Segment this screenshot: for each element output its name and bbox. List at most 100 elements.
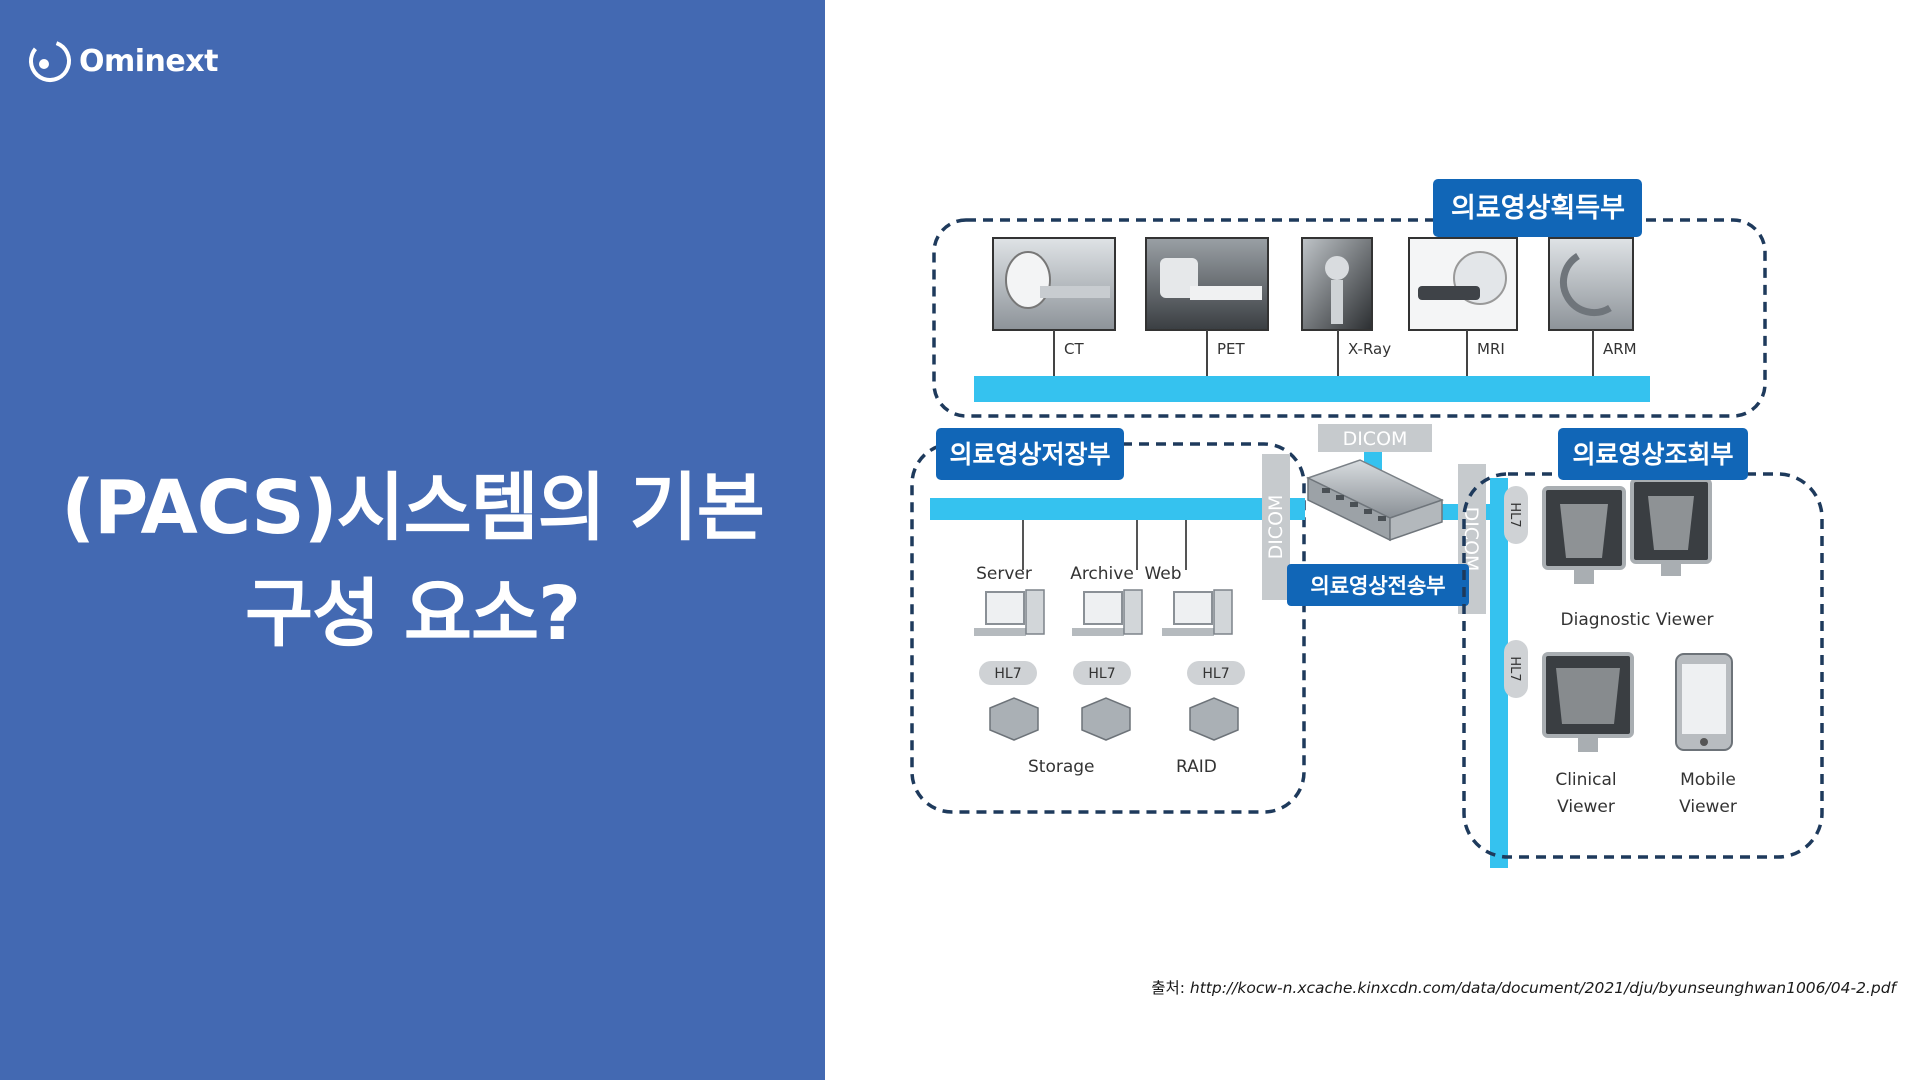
server-node-web: Web HL7 bbox=[1144, 520, 1245, 741]
web-monitor bbox=[1173, 591, 1213, 625]
transmission-label-box bbox=[1287, 564, 1469, 606]
storage-label: 의료영상저장부 bbox=[949, 440, 1110, 469]
xray-label: X-Ray bbox=[1348, 340, 1391, 358]
source-citation: 출처: http://kocw-n.xcache.kinxcdn.com/dat… bbox=[1151, 976, 1896, 998]
switch-port-1 bbox=[1322, 488, 1330, 493]
acquisition-label: 의료영상획득부 bbox=[1451, 193, 1625, 224]
viewing-label: 의료영상조회부 bbox=[1572, 440, 1733, 469]
hl7-pill-b bbox=[1504, 640, 1528, 698]
server-monitor bbox=[985, 591, 1025, 625]
diagnostic-stand-1 bbox=[1574, 570, 1594, 584]
mobile-phone-screen bbox=[1682, 664, 1726, 734]
archive-storage-unit bbox=[1081, 697, 1131, 741]
pacs-diagram-svg: CT PET X-Ray MRI bbox=[910, 179, 1824, 910]
source-prefix: 출처: bbox=[1151, 979, 1185, 997]
acquisition-group: CT PET X-Ray MRI bbox=[932, 179, 1767, 418]
mobile-viewer-label-1: Mobile bbox=[1680, 770, 1736, 790]
archive-hl7: HL7 bbox=[1088, 666, 1115, 682]
viewing-bus-vertical bbox=[1490, 478, 1508, 910]
left-panel: Ominext (PACS)시스템의 기본 구성 요소? bbox=[0, 0, 825, 1080]
clinical-xray bbox=[1556, 668, 1620, 724]
brand-name: Ominext bbox=[79, 43, 218, 79]
arm-label: ARM bbox=[1603, 340, 1637, 358]
hl7-label-a: HL7 bbox=[1507, 502, 1522, 527]
storage-bus bbox=[930, 498, 1305, 520]
dicom-top-label: DICOM bbox=[1343, 428, 1408, 450]
mri-table bbox=[1418, 286, 1480, 300]
viewing-dashed-frame bbox=[1462, 472, 1824, 859]
xray-stand bbox=[1331, 280, 1343, 324]
pacs-diagram: CT PET X-Ray MRI bbox=[890, 168, 1840, 910]
logo[interactable]: Ominext bbox=[27, 38, 218, 84]
diagnostic-stand-2 bbox=[1661, 564, 1681, 576]
server-node-server: Server HL7 bbox=[974, 520, 1045, 741]
device-pet: PET bbox=[1145, 237, 1269, 376]
diagnostic-viewer: Diagnostic Viewer bbox=[1542, 478, 1714, 630]
acquisition-label-box bbox=[1433, 179, 1642, 237]
switch-port-4 bbox=[1364, 509, 1372, 514]
server-hl7-pill bbox=[979, 661, 1037, 685]
server-storage-unit bbox=[989, 697, 1039, 741]
arm-c-arm bbox=[1559, 253, 1612, 316]
archive-hl7-pill bbox=[1073, 661, 1131, 685]
title-line-1: (PACS)시스템의 기본 bbox=[61, 465, 765, 551]
server-hl7: HL7 bbox=[994, 666, 1021, 682]
device-arm: ARM bbox=[1548, 237, 1637, 376]
server-keyboard bbox=[974, 628, 1026, 636]
web-hl7-pill bbox=[1187, 661, 1245, 685]
ct-table bbox=[1040, 286, 1110, 298]
device-ct: CT bbox=[992, 237, 1116, 376]
ominext-logo-icon bbox=[29, 40, 71, 82]
storage-group: Server HL7 Archive HL7 Web bbox=[910, 428, 1306, 814]
clinical-viewer: Clinical Viewer bbox=[1542, 652, 1634, 817]
pet-label: PET bbox=[1217, 340, 1246, 358]
hl7-label-b: HL7 bbox=[1507, 656, 1522, 681]
server-tower bbox=[1025, 589, 1045, 635]
pet-bed bbox=[1190, 286, 1262, 300]
device-mri: MRI bbox=[1408, 237, 1518, 376]
server-node-archive: Archive HL7 bbox=[1070, 520, 1143, 741]
web-tower bbox=[1213, 589, 1233, 635]
dicom-left-box bbox=[1262, 454, 1290, 600]
web-label: Web bbox=[1144, 564, 1181, 584]
page-title: (PACS)시스템의 기본 구성 요소? bbox=[0, 455, 825, 667]
switch-port-3 bbox=[1350, 502, 1358, 507]
server-label: Server bbox=[976, 564, 1032, 584]
diagnostic-viewer-label: Diagnostic Viewer bbox=[1561, 610, 1714, 630]
source-url[interactable]: http://kocw-n.xcache.kinxcdn.com/data/do… bbox=[1189, 979, 1896, 997]
switch-port-2 bbox=[1336, 495, 1344, 500]
mobile-viewer-label-2: Viewer bbox=[1679, 797, 1737, 817]
dicom-top-box bbox=[1318, 424, 1432, 452]
viewing-label-box bbox=[1558, 428, 1748, 480]
storage-label-box bbox=[936, 428, 1124, 480]
archive-monitor bbox=[1083, 591, 1123, 625]
storage-caption: Storage bbox=[1028, 757, 1095, 777]
viewing-group: HL7 HL7 Diagnostic Viewer Clinical Viewe… bbox=[1462, 428, 1824, 859]
clinical-viewer-label-2: Viewer bbox=[1557, 797, 1615, 817]
archive-keyboard bbox=[1072, 628, 1124, 636]
web-raid-unit bbox=[1189, 697, 1239, 741]
archive-label: Archive bbox=[1070, 564, 1134, 584]
hl7-pill-a bbox=[1504, 486, 1528, 544]
diagnostic-xray-2 bbox=[1648, 496, 1694, 550]
transmission-label: 의료영상전송부 bbox=[1310, 574, 1445, 598]
ct-gantry bbox=[1005, 251, 1051, 309]
ct-label: CT bbox=[1064, 340, 1084, 358]
archive-tower bbox=[1123, 589, 1143, 635]
mri-label: MRI bbox=[1477, 340, 1505, 358]
device-xray: X-Ray bbox=[1301, 237, 1391, 376]
mobile-viewer: Mobile Viewer bbox=[1675, 653, 1737, 817]
switch-port-5 bbox=[1378, 516, 1386, 521]
pet-scanner bbox=[1160, 258, 1198, 298]
xray-tube bbox=[1325, 256, 1349, 280]
title-line-2: 구성 요소? bbox=[244, 571, 581, 657]
raid-caption: RAID bbox=[1176, 757, 1217, 777]
dicom-left-label: DICOM bbox=[1265, 495, 1287, 560]
clinical-viewer-label-1: Clinical bbox=[1555, 770, 1616, 790]
web-keyboard bbox=[1162, 628, 1214, 636]
acquisition-dashed-frame bbox=[932, 218, 1767, 418]
clinical-stand bbox=[1578, 738, 1598, 752]
transmission-group: DICOM DICOM DICOM 의료영상전송부 bbox=[1262, 424, 1524, 910]
acquisition-bus bbox=[974, 376, 1650, 402]
diagnostic-xray-1 bbox=[1560, 504, 1608, 558]
